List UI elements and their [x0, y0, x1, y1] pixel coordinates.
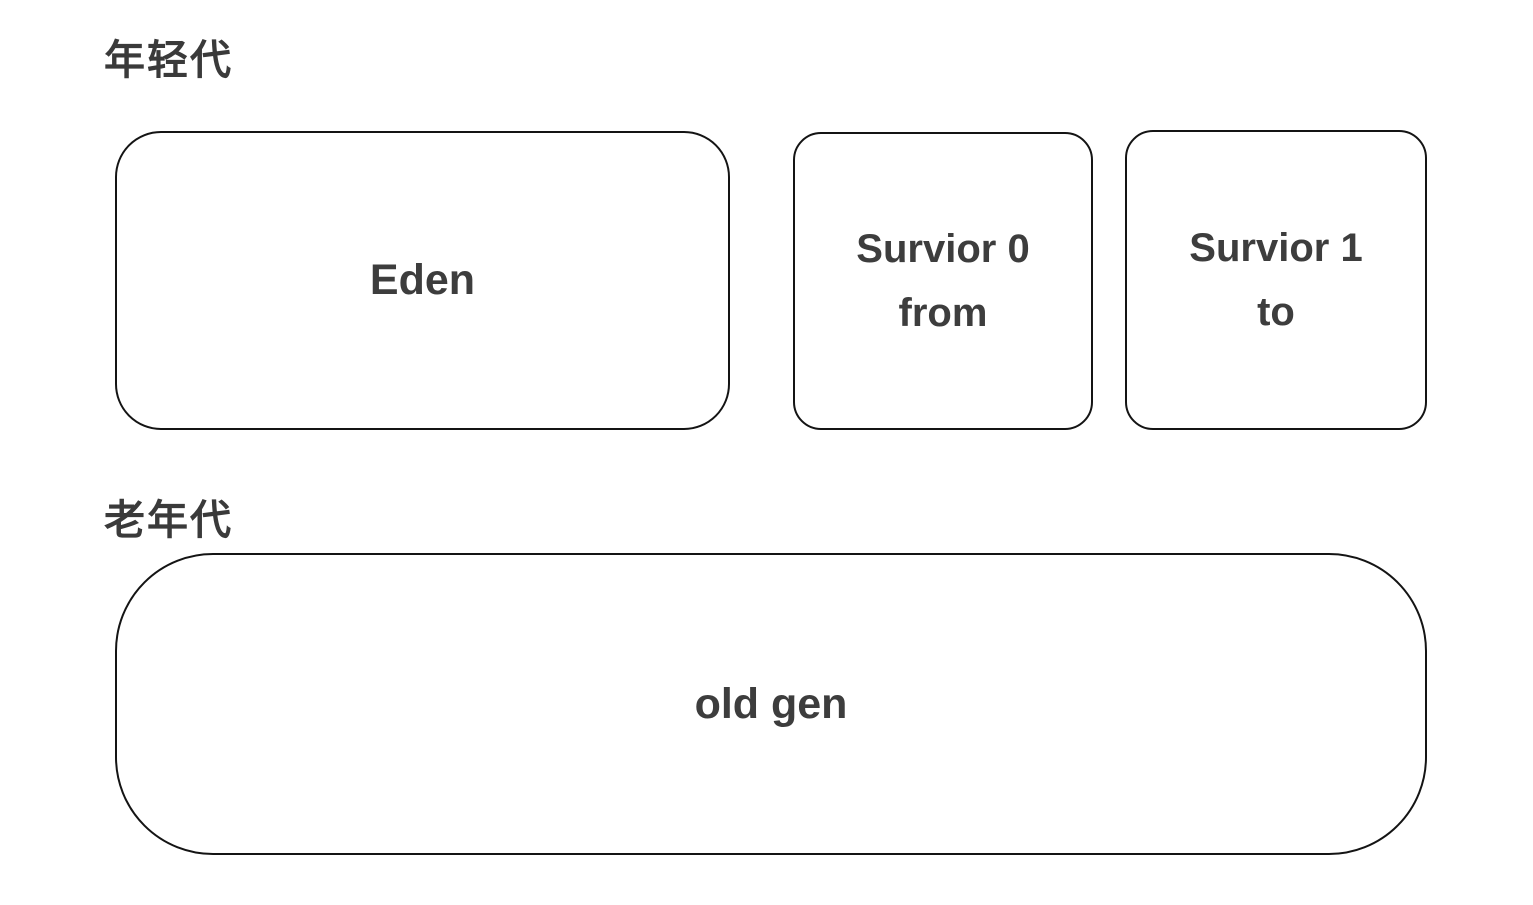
old-gen-label: old gen — [694, 679, 848, 728]
old-gen-box: old gen — [115, 553, 1427, 855]
survivor0-box: Survior 0 from — [793, 132, 1093, 430]
survivor1-label-line2: to — [1257, 290, 1295, 334]
survivor1-label-line1: Survior 1 — [1189, 226, 1363, 270]
survivor1-box: Survior 1 to — [1125, 130, 1427, 430]
eden-box: Eden — [115, 131, 730, 430]
young-generation-title: 年轻代 — [104, 37, 233, 83]
eden-label: Eden — [369, 256, 476, 305]
survivor0-label-line2: from — [898, 291, 988, 335]
survivor0-label-line1: Survior 0 — [856, 227, 1030, 271]
old-generation-title: 老年代 — [104, 497, 233, 543]
